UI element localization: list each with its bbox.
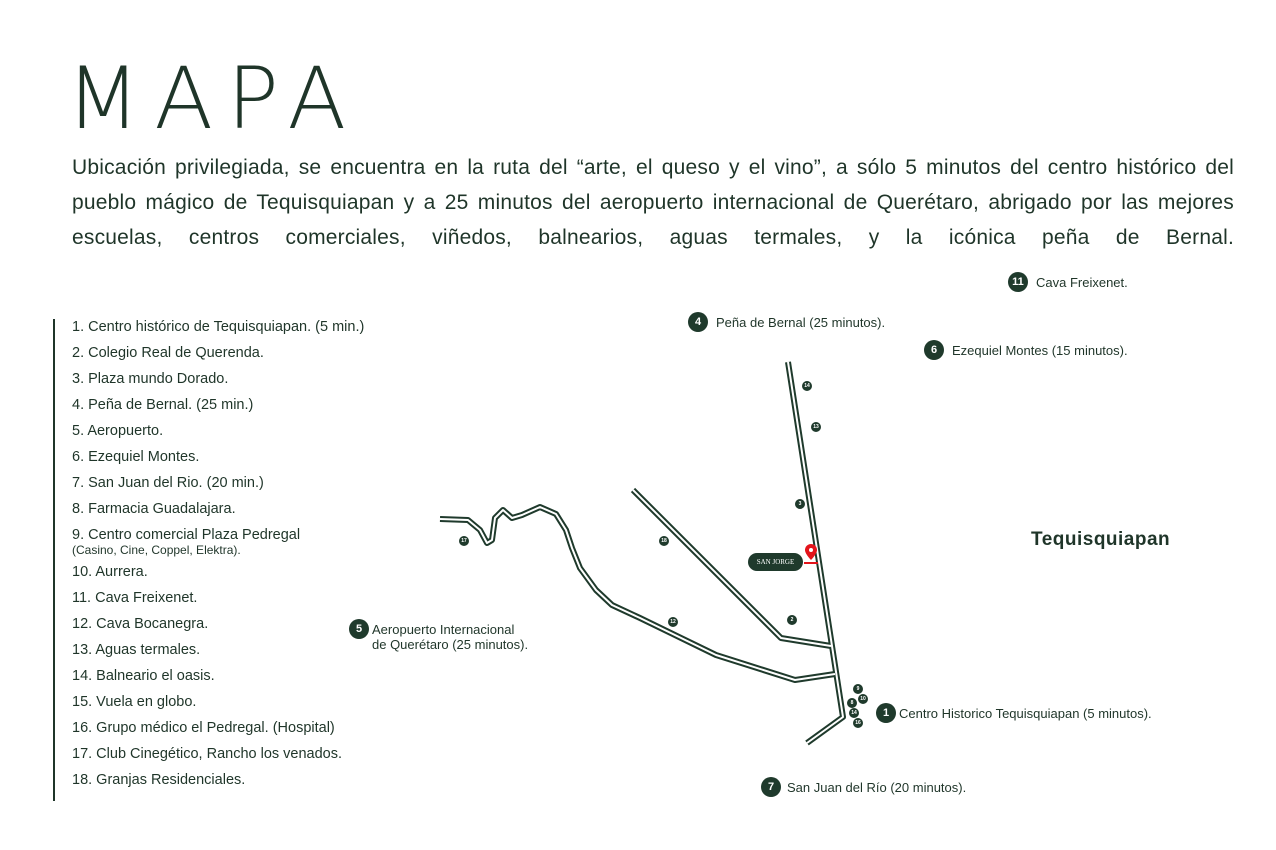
legend-item: 1. Centro histórico de Tequisquiapan. (5… [72, 319, 365, 335]
mini-marker: 16 [853, 718, 863, 728]
pin-badge: 4 [688, 312, 708, 332]
legend-item-label: 9. Centro comercial Plaza Pedregal [72, 527, 301, 543]
san-jorge-logo: SAN JORGE [748, 553, 803, 571]
legend-item: 9. Centro comercial Plaza Pedregal(Casin… [72, 527, 364, 567]
mini-marker: 9 [853, 684, 863, 694]
location-pin-icon [804, 544, 818, 564]
mini-marker: 18 [659, 536, 669, 546]
pin-label: Ezequiel Montes (15 minutos). [952, 342, 1128, 358]
mini-marker: 10 [858, 694, 868, 704]
legend-item: 15. Vuela en globo. [72, 694, 197, 710]
pin-label-line2: de Querétaro (25 minutos). [372, 637, 529, 652]
mini-marker: 14 [849, 708, 859, 718]
mini-marker: 12 [668, 617, 678, 627]
pin-badge: 11 [1008, 272, 1028, 292]
legend-item: 7. San Juan del Rio. (20 min.) [72, 475, 264, 491]
legend-item: 11. Cava Freixenet. [72, 590, 198, 606]
intro-text: Ubicación privilegiada, se encuentra en … [72, 156, 1234, 249]
legend-item: 3. Plaza mundo Dorado. [72, 371, 229, 387]
town-label: Tequisquiapan [1031, 529, 1171, 550]
legend-item: 6. Ezequiel Montes. [72, 449, 200, 465]
pin-badge: 1 [876, 703, 896, 723]
pin-badge: 6 [924, 340, 944, 360]
pin-san-juan-del-rio: 7 San Juan del Río (20 minutos). [761, 777, 966, 797]
legend-item: 13. Aguas termales. [72, 642, 201, 658]
legend-item: 12. Cava Bocanegra. [72, 616, 209, 632]
pin-label: Aeropuerto Internacional [372, 622, 515, 637]
pin-label: Centro Historico Tequisquiapan (5 minuto… [899, 705, 1152, 721]
legend-item: 2. Colegio Real de Querenda. [72, 345, 264, 361]
legend-list: 1. Centro histórico de Tequisquiapan. (5… [53, 319, 364, 801]
legend-item: 18. Granjas Residenciales. [72, 772, 246, 788]
pin-badge: 5 [349, 619, 369, 639]
legend-item: 16. Grupo médico el Pedregal. (Hospital) [72, 720, 335, 736]
legend-item: 4. Peña de Bernal. (25 min.) [72, 397, 254, 413]
road-left [630, 487, 832, 649]
mini-marker: 2 [787, 615, 797, 625]
mini-marker: 13 [811, 422, 821, 432]
pin-ezequiel-montes: 6 Ezequiel Montes (15 minutos). [924, 340, 1128, 360]
pin-label: San Juan del Río (20 minutos). [787, 779, 967, 795]
pin-cava-freixenet: 11 Cava Freixenet. [1008, 272, 1128, 292]
pin-badge: 7 [761, 777, 781, 797]
mini-marker: 3 [795, 499, 805, 509]
legend-item: 10. Aurrera. [72, 564, 148, 580]
mini-marker: 17 [459, 536, 469, 546]
legend-item: 14. Balneario el oasis. [72, 668, 215, 684]
mini-marker: 14 [802, 381, 812, 391]
legend-item-sub: (Casino, Cine, Coppel, Elektra). [72, 543, 241, 557]
legend-item: 5. Aeropuerto. [72, 423, 164, 439]
legend-item: 17. Club Cinegético, Rancho los venados. [72, 746, 343, 762]
pin-pena-de-bernal: 4 Peña de Bernal (25 minutos). [688, 312, 885, 332]
page-title: MAPA [66, 49, 361, 149]
pin-label: Cava Freixenet. [1036, 274, 1128, 290]
pin-label: Peña de Bernal (25 minutos). [716, 314, 886, 330]
mini-marker: 8 [847, 698, 857, 708]
road-lower [439, 504, 836, 683]
legend-item: 8. Farmacia Guadalajara. [72, 501, 236, 517]
